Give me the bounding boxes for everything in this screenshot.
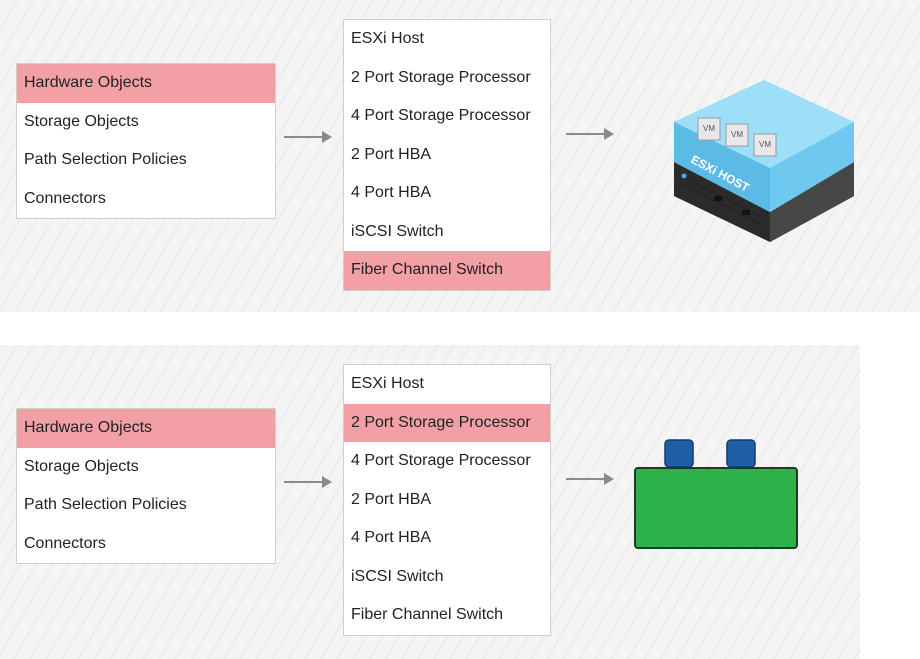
object-item-iscsi-switch[interactable]: iSCSI Switch	[351, 222, 444, 240]
scenario-bottom-panel: Hardware Objects Storage Objects Path Se…	[0, 345, 860, 659]
object-item-2-port-storage-processor[interactable]: 2 Port Storage Processor	[351, 68, 531, 86]
object-item-fiber-channel-switch[interactable]: Fiber Channel Switch	[344, 251, 550, 290]
vm-label: VM	[759, 140, 771, 149]
object-item-2-port-hba[interactable]: 2 Port HBA	[351, 145, 432, 163]
vm-label: VM	[703, 124, 715, 133]
category-item-hardware-objects[interactable]: Hardware Objects	[17, 409, 275, 448]
object-item-4-port-storage-processor[interactable]: 4 Port Storage Processor	[351, 107, 531, 124]
category-item-storage-objects[interactable]: Storage Objects	[24, 112, 139, 130]
object-item-fiber-channel-switch[interactable]: Fiber Channel Switch	[351, 606, 504, 623]
category-item-hardware-objects[interactable]: Hardware Objects	[17, 64, 275, 103]
storage-processor-2-port-icon	[634, 439, 798, 549]
category-item-path-selection-policies[interactable]: Path Selection Policies	[24, 151, 187, 168]
object-item-esxi-host[interactable]: ESXi Host	[351, 30, 424, 47]
esxi-host-server-icon: VM VM VM ESXi HOST	[674, 80, 854, 242]
object-list: ESXi Host 2 Port Storage Processor 4 Por…	[343, 19, 551, 291]
object-list: ESXi Host 2 Port Storage Processor 4 Por…	[343, 364, 551, 636]
object-item-esxi-host[interactable]: ESXi Host	[351, 375, 424, 392]
arrow-right-icon	[284, 131, 332, 143]
storage-processor-body	[634, 467, 798, 549]
object-item-2-port-storage-processor[interactable]: 2 Port Storage Processor	[344, 403, 550, 442]
category-item-connectors[interactable]: Connectors	[24, 534, 106, 552]
arrow-right-icon	[284, 476, 332, 488]
category-item-connectors[interactable]: Connectors	[24, 189, 106, 207]
object-item-iscsi-switch[interactable]: iSCSI Switch	[351, 567, 444, 585]
category-item-path-selection-policies[interactable]: Path Selection Policies	[24, 496, 187, 513]
vm-label: VM	[731, 130, 743, 139]
scenario-top-panel: Hardware Objects Storage Objects Path Se…	[0, 0, 920, 312]
port-icon	[726, 439, 756, 468]
object-item-4-port-hba[interactable]: 4 Port HBA	[351, 184, 432, 201]
object-item-4-port-storage-processor[interactable]: 4 Port Storage Processor	[351, 452, 531, 469]
arrow-right-icon	[566, 128, 614, 140]
arrow-right-icon	[566, 473, 614, 485]
category-item-storage-objects[interactable]: Storage Objects	[24, 457, 139, 475]
port-icon	[664, 439, 694, 468]
object-item-2-port-hba[interactable]: 2 Port HBA	[351, 490, 432, 508]
category-list: Hardware Objects Storage Objects Path Se…	[16, 408, 276, 564]
category-list: Hardware Objects Storage Objects Path Se…	[16, 63, 276, 219]
object-item-4-port-hba[interactable]: 4 Port HBA	[351, 529, 432, 546]
